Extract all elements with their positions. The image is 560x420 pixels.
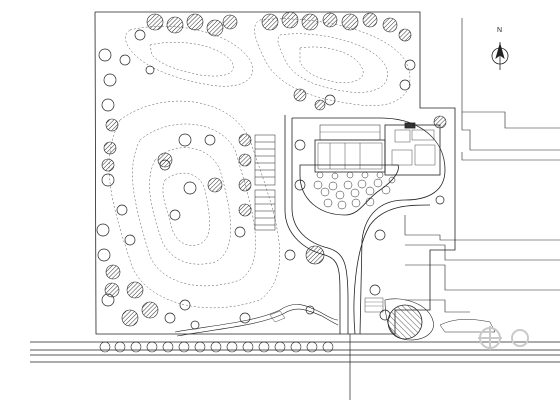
driveway-path xyxy=(284,115,446,335)
feature-tree xyxy=(384,298,434,341)
north-arrow-icon xyxy=(491,42,509,70)
parking-stalls xyxy=(254,134,276,231)
adjacent-buildings xyxy=(404,18,560,313)
tree-symbols-hatched xyxy=(101,11,447,327)
contour-lines xyxy=(108,18,411,308)
street-edge-lines xyxy=(30,334,560,400)
watermark-logo xyxy=(478,326,529,350)
corner-plaza xyxy=(439,319,496,333)
site-boundary xyxy=(94,11,456,335)
footpath xyxy=(174,297,384,337)
street-tree-row xyxy=(99,341,334,353)
north-label: N xyxy=(497,27,503,34)
shrub-cluster-icon xyxy=(313,171,396,210)
main-building xyxy=(314,122,441,176)
